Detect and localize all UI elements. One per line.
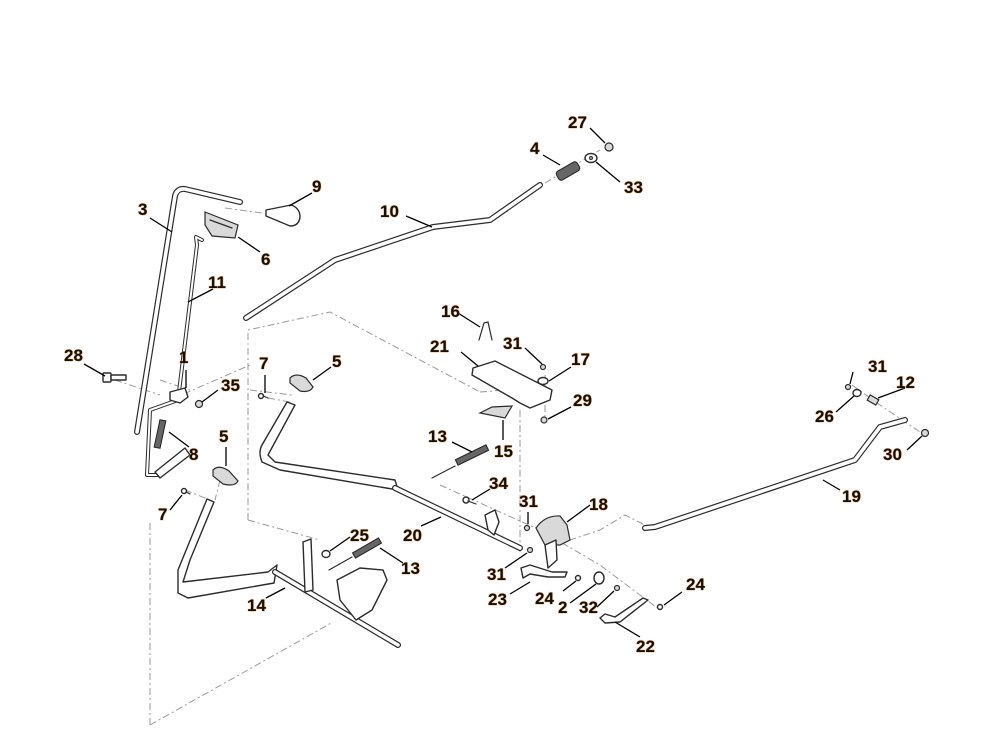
- callout-part-27[interactable]: 27: [568, 113, 587, 132]
- part-31-nut-d[interactable]: [844, 383, 852, 391]
- callout-part-26[interactable]: 26: [815, 407, 834, 426]
- part-24-screw-b[interactable]: [656, 603, 664, 611]
- callout-part-20[interactable]: 20: [403, 526, 422, 545]
- part-4-spring[interactable]: [555, 161, 581, 182]
- part-5-pedal-pad-upper[interactable]: [289, 374, 314, 393]
- callout-part-16[interactable]: 16: [441, 302, 460, 321]
- callout-part-24-a[interactable]: 24: [535, 589, 554, 608]
- callout-part-23[interactable]: 23: [488, 590, 507, 609]
- callout-part-9[interactable]: 9: [312, 177, 322, 196]
- part-5-pedal-pad-lower[interactable]: [212, 466, 239, 486]
- part-30-nut[interactable]: [920, 428, 930, 438]
- callout-part-1[interactable]: 1: [179, 348, 189, 367]
- part-16-clip[interactable]: [478, 321, 493, 341]
- callout-part-8[interactable]: 8: [189, 445, 199, 464]
- callout-part-34[interactable]: 34: [489, 474, 508, 493]
- part-31-nut-a[interactable]: [539, 363, 547, 371]
- part-7-bolt-lower[interactable]: [180, 487, 191, 495]
- part-20-lever-bracket[interactable]: [484, 509, 500, 536]
- part-2-washer[interactable]: [593, 571, 605, 585]
- callout-part-13-upper[interactable]: 13: [428, 427, 447, 446]
- callout-part-13-lower[interactable]: 13: [401, 559, 420, 578]
- callout-part-5-upper[interactable]: 5: [332, 352, 342, 371]
- callout-part-30[interactable]: 30: [883, 445, 902, 464]
- part-20-pedal-shaft[interactable]: [259, 401, 523, 551]
- assembly-guide-lines: [114, 149, 921, 726]
- callout-part-29[interactable]: 29: [573, 391, 592, 410]
- callout-part-33[interactable]: 33: [624, 178, 643, 197]
- callout-part-22[interactable]: 22: [636, 637, 655, 656]
- callout-part-6[interactable]: 6: [261, 250, 271, 269]
- part-33-washer[interactable]: [584, 152, 598, 164]
- callout-part-35[interactable]: 35: [221, 376, 240, 395]
- part-14-pedal-shaft[interactable]: [177, 498, 401, 648]
- part-19-rod[interactable]: [642, 417, 908, 531]
- callout-part-31-a[interactable]: 31: [503, 334, 522, 353]
- part-31-nut-c[interactable]: [526, 546, 534, 554]
- callout-part-12[interactable]: 12: [896, 373, 915, 392]
- part-26-washer[interactable]: [852, 388, 862, 398]
- part-15-plate[interactable]: [478, 405, 514, 419]
- part-12-stud[interactable]: [866, 394, 880, 406]
- part-24-screw-a[interactable]: [574, 574, 582, 582]
- part-18-sector[interactable]: [535, 515, 571, 569]
- part-10-rod[interactable]: [243, 182, 543, 321]
- part-13-spring-lower[interactable]: [328, 537, 383, 571]
- callout-part-11[interactable]: 11: [208, 273, 226, 292]
- part-13-spring-upper[interactable]: [431, 444, 490, 479]
- callout-part-10[interactable]: 10: [380, 202, 399, 221]
- part-23-arm[interactable]: [520, 564, 568, 579]
- part-11-link-rod[interactable]: [145, 235, 204, 477]
- callout-part-32[interactable]: 32: [579, 598, 598, 617]
- callout-part-7-lower[interactable]: 7: [158, 505, 168, 524]
- part-32-nut[interactable]: [613, 584, 621, 592]
- part-14-plate[interactable]: [336, 567, 388, 621]
- part-35-nut[interactable]: [194, 399, 204, 409]
- part-29-bolt[interactable]: [540, 416, 548, 424]
- part-25-washer[interactable]: [321, 549, 331, 559]
- callout-part-17[interactable]: 17: [571, 350, 590, 369]
- callout-part-5-lower[interactable]: 5: [219, 427, 229, 446]
- callout-part-28[interactable]: 28: [64, 346, 83, 365]
- part-31-nut-b[interactable]: [523, 524, 531, 532]
- part-17-washer[interactable]: [537, 376, 549, 386]
- callout-part-2[interactable]: 2: [558, 598, 568, 617]
- callout-part-18[interactable]: 18: [589, 495, 608, 514]
- part-27-nut[interactable]: [604, 142, 614, 152]
- part-8-bracket[interactable]: [154, 447, 191, 479]
- callout-part-31-c[interactable]: 31: [487, 565, 506, 584]
- leader-lines: [83, 127, 923, 638]
- callout-part-24-b[interactable]: 24: [686, 575, 705, 594]
- part-28-bolt[interactable]: [102, 372, 127, 383]
- part-22-link[interactable]: [599, 597, 649, 624]
- part-1-bracket[interactable]: [169, 387, 189, 404]
- callout-part-4[interactable]: 4: [530, 139, 540, 158]
- part-3-lever-rod[interactable]: [134, 185, 243, 435]
- callout-part-3[interactable]: 3: [138, 200, 148, 219]
- callout-part-7-upper[interactable]: 7: [259, 354, 269, 373]
- part-8-spring[interactable]: [153, 419, 167, 449]
- callout-part-14[interactable]: 14: [247, 596, 266, 615]
- callout-part-25[interactable]: 25: [350, 526, 369, 545]
- callout-part-31-d[interactable]: 31: [868, 357, 887, 376]
- part-21-bracket[interactable]: [471, 360, 553, 409]
- callout-part-21[interactable]: 21: [430, 337, 449, 356]
- part-34-bolt[interactable]: [462, 496, 477, 505]
- callout-part-31-b[interactable]: 31: [519, 492, 538, 511]
- part-9-knob[interactable]: [265, 204, 301, 227]
- part-7-bolt-upper[interactable]: [257, 392, 269, 400]
- callout-part-19[interactable]: 19: [842, 487, 861, 506]
- part-6-grip[interactable]: [204, 211, 239, 239]
- callout-part-15[interactable]: 15: [494, 442, 513, 461]
